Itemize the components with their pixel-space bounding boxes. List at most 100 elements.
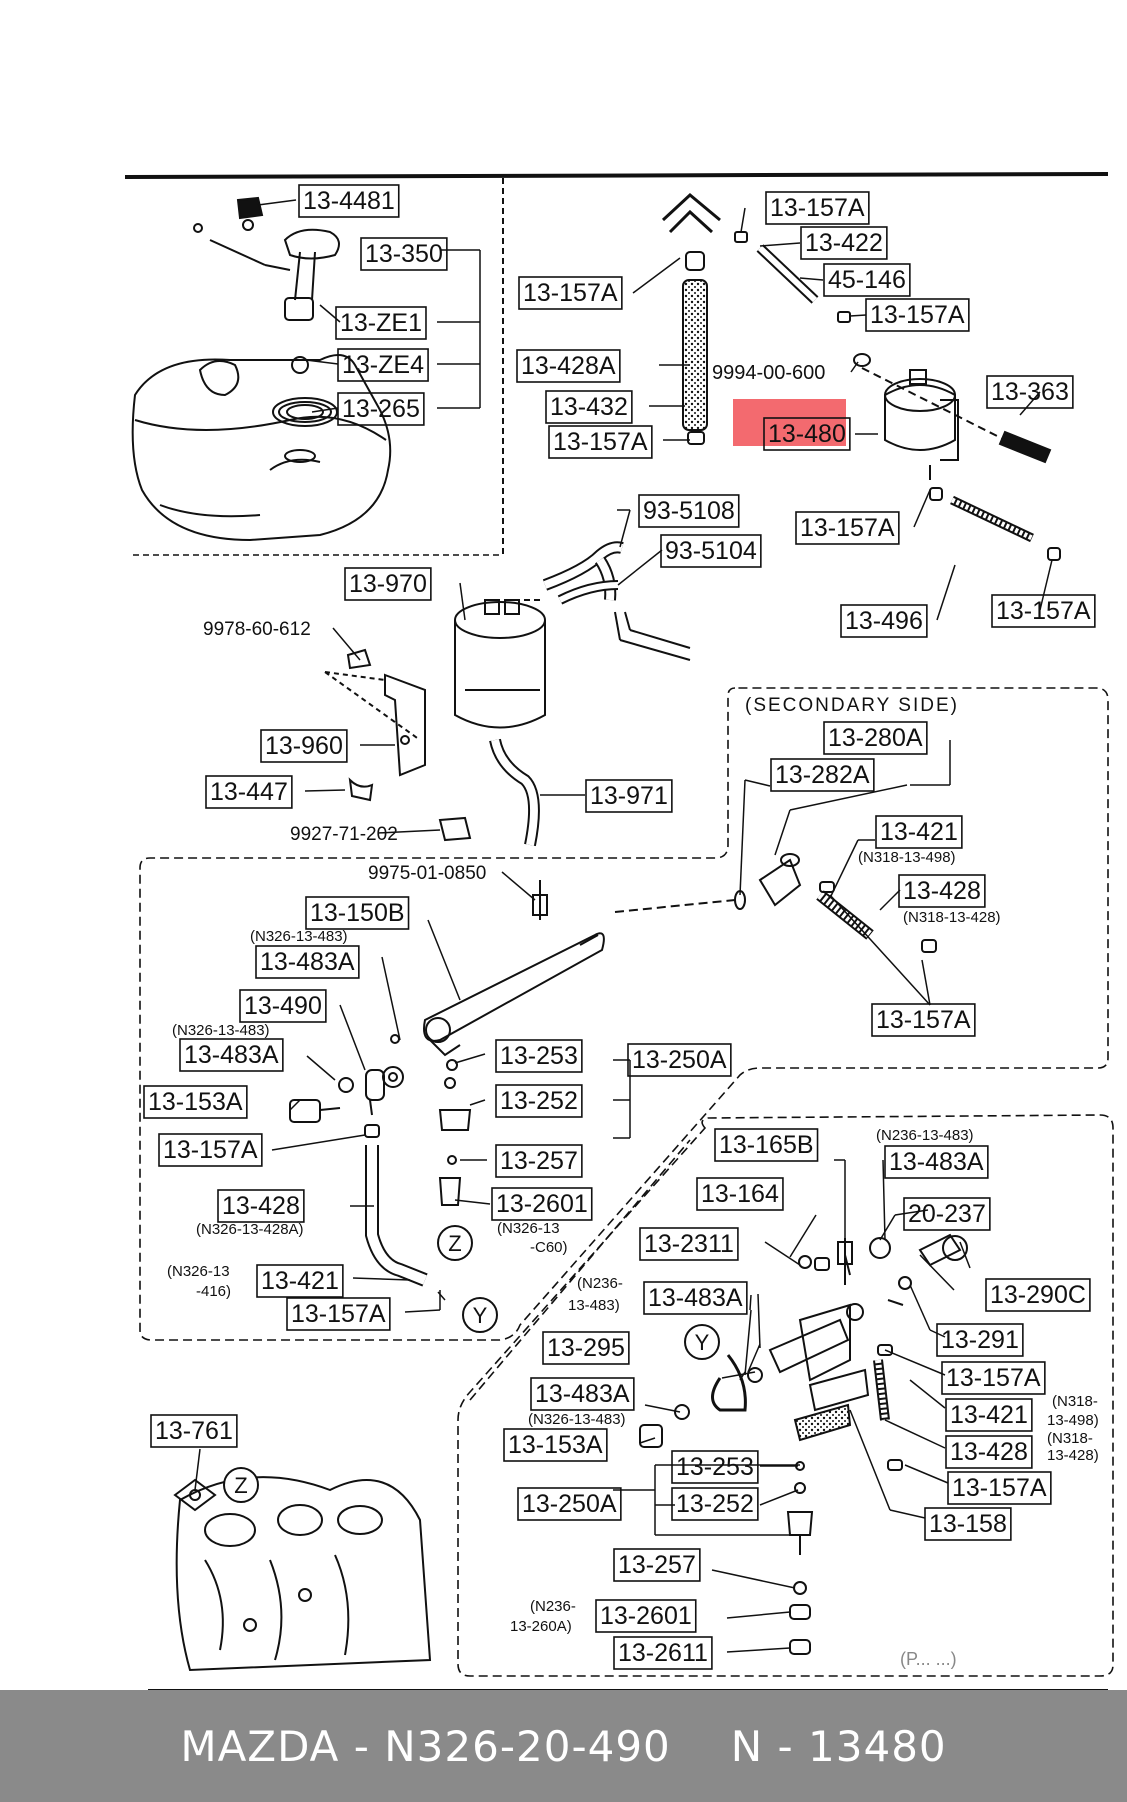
part-label[interactable]: 13-282A: [775, 761, 870, 789]
part-label[interactable]: 13-971: [590, 782, 668, 810]
part-label[interactable]: 13-157A: [523, 279, 618, 307]
part-label[interactable]: -416): [196, 1283, 231, 1300]
part-label[interactable]: 13-153A: [148, 1088, 243, 1116]
part-label[interactable]: 13-480: [768, 420, 846, 448]
part-label[interactable]: (N318-13-428): [903, 909, 1001, 926]
part-label[interactable]: 13-4481: [303, 187, 395, 215]
part-label[interactable]: 45-146: [828, 266, 906, 294]
part-label[interactable]: 13-2601: [600, 1602, 692, 1630]
part-label[interactable]: 13-421: [880, 818, 958, 846]
part-label[interactable]: 13-157A: [291, 1300, 386, 1328]
part-label[interactable]: 13-250A: [632, 1046, 727, 1074]
part-label[interactable]: 13-157A: [163, 1136, 258, 1164]
part-label[interactable]: 13-157A: [770, 194, 865, 222]
part-label[interactable]: (N236-: [577, 1275, 623, 1292]
part-label[interactable]: 13-153A: [508, 1431, 603, 1459]
part-label[interactable]: 93-5104: [665, 537, 757, 565]
part-label[interactable]: 13-165B: [719, 1131, 814, 1159]
label-box: [903, 1197, 991, 1231]
part-label[interactable]: (N326-13-483): [528, 1411, 626, 1428]
part-label[interactable]: 93-5108: [643, 497, 735, 525]
part-label[interactable]: 13-428): [1047, 1447, 1099, 1464]
part-label[interactable]: 9994-00-600: [712, 362, 825, 384]
part-label[interactable]: 13-252: [500, 1087, 578, 1115]
part-label[interactable]: (N318-13-498): [858, 849, 956, 866]
part-label[interactable]: 13-761: [155, 1417, 233, 1445]
part-label[interactable]: 13-291: [941, 1326, 1019, 1354]
part-label[interactable]: 13-164: [701, 1180, 779, 1208]
part-label[interactable]: 13-483A: [889, 1148, 984, 1176]
part-label[interactable]: (N326-13: [167, 1263, 230, 1280]
part-label[interactable]: 13-350: [365, 240, 443, 268]
part-label[interactable]: 13-290C: [990, 1281, 1086, 1309]
part-label[interactable]: 13-428: [950, 1438, 1028, 1466]
part-label[interactable]: (N318-: [1047, 1430, 1093, 1447]
part-label[interactable]: 13-490: [244, 992, 322, 1020]
part-label[interactable]: (N236-: [530, 1598, 576, 1615]
part-label[interactable]: 13-250A: [522, 1490, 617, 1518]
part-label[interactable]: 20-237: [908, 1200, 986, 1228]
part-label[interactable]: 13-157A: [952, 1474, 1047, 1502]
label-box: [613, 1548, 701, 1582]
part-label[interactable]: -C60): [530, 1239, 568, 1256]
part-label[interactable]: (SECONDARY SIDE): [745, 695, 959, 716]
part-label[interactable]: 13-483A: [648, 1284, 743, 1312]
part-label[interactable]: (N318-: [1052, 1393, 1098, 1410]
part-label[interactable]: 13-2311: [644, 1230, 734, 1258]
part-label[interactable]: 13-265: [342, 395, 420, 423]
label-box: [871, 1003, 976, 1037]
label-box: [884, 1145, 989, 1179]
part-label[interactable]: 13-ZE1: [340, 309, 422, 337]
part-label[interactable]: 13-428A: [521, 352, 616, 380]
part-label[interactable]: 9978-60-612: [203, 619, 311, 640]
part-label[interactable]: 13-447: [210, 778, 288, 806]
part-label[interactable]: 13-428: [222, 1192, 300, 1220]
part-label[interactable]: 13-432: [550, 393, 628, 421]
part-label[interactable]: 13-260A): [510, 1618, 572, 1635]
part-label[interactable]: 13-483): [568, 1297, 620, 1314]
label-box: [205, 775, 293, 809]
part-label[interactable]: 13-158: [929, 1510, 1007, 1538]
part-label[interactable]: 13-422: [805, 229, 883, 257]
part-label[interactable]: 13-2601: [496, 1190, 588, 1218]
part-label[interactable]: 13-280A: [828, 724, 923, 752]
part-label[interactable]: 13-428: [903, 877, 981, 905]
part-label[interactable]: 13-253: [676, 1453, 754, 1481]
part-label[interactable]: 13-2611: [618, 1639, 708, 1667]
part-label[interactable]: (N326-13-428A): [196, 1221, 304, 1238]
part-label[interactable]: 13-421: [950, 1401, 1028, 1429]
part-label[interactable]: 13-483A: [184, 1041, 279, 1069]
part-label[interactable]: 13-257: [618, 1551, 696, 1579]
part-label[interactable]: 13-252: [676, 1490, 754, 1518]
part-label[interactable]: 13-157A: [876, 1006, 971, 1034]
part-label[interactable]: (N326-13-483): [250, 928, 348, 945]
label-box: [671, 1450, 759, 1484]
part-label[interactable]: 13-295: [547, 1334, 625, 1362]
part-label[interactable]: 13-157A: [800, 514, 895, 542]
part-label[interactable]: 13-157A: [870, 301, 965, 329]
part-label[interactable]: 13-363: [991, 378, 1069, 406]
part-label[interactable]: 13-257: [500, 1147, 578, 1175]
part-label[interactable]: 9975-01-0850: [368, 863, 486, 884]
part-label[interactable]: 13-157A: [946, 1364, 1041, 1392]
part-label[interactable]: 13-421: [261, 1267, 339, 1295]
part-label[interactable]: 13-157A: [553, 428, 648, 456]
part-label[interactable]: (N326-13: [497, 1220, 560, 1237]
part-label[interactable]: 13-157A: [996, 597, 1091, 625]
part-label[interactable]: 13-483A: [535, 1380, 630, 1408]
part-label[interactable]: 13-150B: [310, 899, 405, 927]
part-label[interactable]: 13-253: [500, 1042, 578, 1070]
part-label[interactable]: (N326-13-483): [172, 1022, 270, 1039]
part-label[interactable]: 13-960: [265, 732, 343, 760]
label-box: [337, 348, 429, 382]
part-label[interactable]: 13-496: [845, 607, 923, 635]
label-box: [639, 1227, 739, 1261]
part-label[interactable]: (N236-13-483): [876, 1127, 974, 1144]
part-label[interactable]: 13-483A: [260, 948, 355, 976]
part-label[interactable]: 13-ZE4: [342, 351, 424, 379]
label-box: [643, 1281, 748, 1315]
part-label[interactable]: 13-970: [349, 570, 427, 598]
part-label[interactable]: 9927-71-202: [290, 824, 398, 845]
part-label[interactable]: 13-498): [1047, 1412, 1099, 1429]
label-box: [495, 1084, 583, 1118]
